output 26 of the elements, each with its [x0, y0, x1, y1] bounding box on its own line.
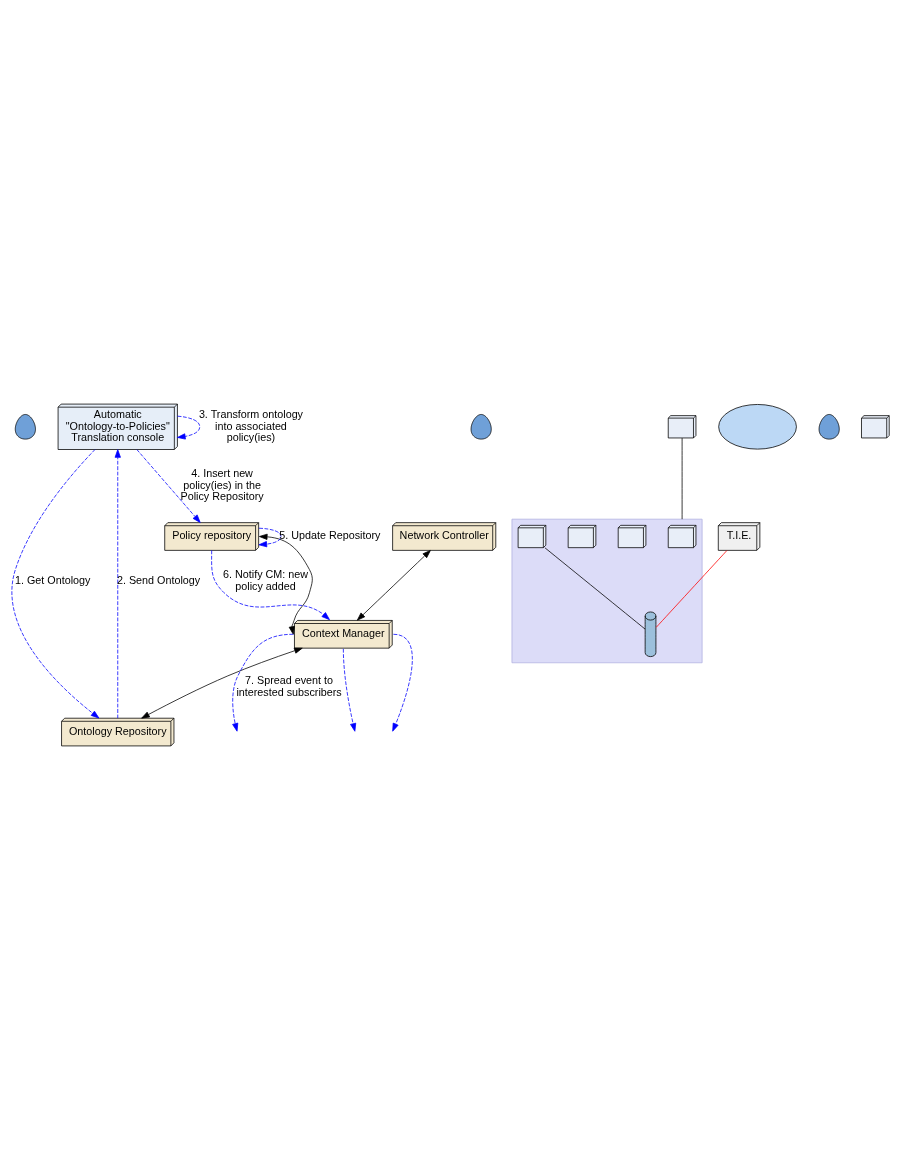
arrow	[342, 648, 357, 732]
connector	[544, 546, 646, 629]
edge-label: 5. Update Repository	[279, 528, 381, 541]
edge-label: 7. Spread event to interested subscribers	[236, 673, 342, 698]
edge-label: 1. Get Ontology	[15, 573, 91, 586]
arrow	[259, 533, 313, 635]
arrow	[211, 549, 330, 620]
edge-label: 3. Transform ontology into associated policy(ies)	[198, 407, 304, 443]
arrow	[177, 415, 201, 439]
arrow	[11, 448, 100, 718]
arrow	[392, 633, 413, 732]
arrow	[232, 625, 295, 732]
arrow	[114, 448, 121, 718]
edge-label: 6. Notify CM: new policy added	[223, 567, 309, 592]
arrow	[258, 527, 282, 547]
edge-label: 2. Send Ontology	[116, 573, 201, 586]
node-person	[470, 413, 492, 439]
arrow	[136, 448, 201, 523]
arrow	[356, 549, 431, 621]
cluster	[511, 518, 703, 663]
edge-label: 4. Insert new policy(ies) in the Policy Repository	[180, 466, 264, 502]
arrow	[141, 647, 303, 719]
connector	[655, 549, 728, 628]
node-person	[818, 413, 840, 439]
node-cloud	[718, 403, 797, 449]
node-person	[14, 413, 36, 439]
